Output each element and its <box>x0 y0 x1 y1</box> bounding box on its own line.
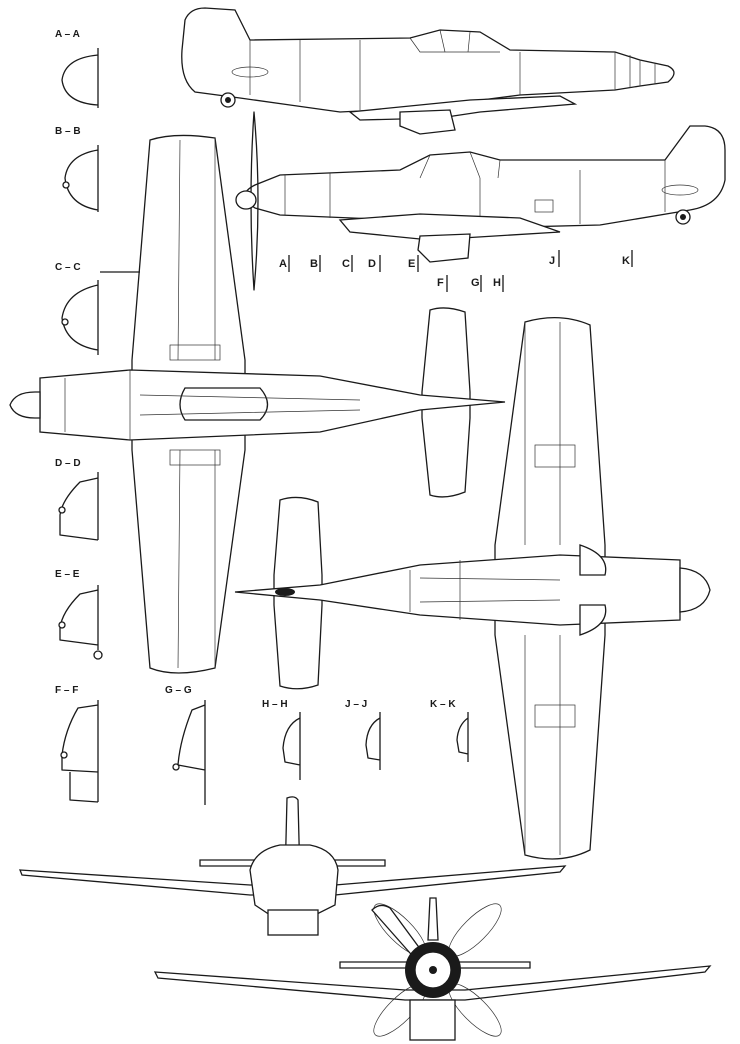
section-label-a: A – A <box>55 29 80 40</box>
top-view <box>9 134 506 674</box>
side-view-lower <box>235 111 726 291</box>
section-label-e: E – E <box>55 569 80 580</box>
bottom-view <box>234 317 711 860</box>
section-label-k: K – K <box>430 699 456 710</box>
station-a: A <box>279 258 287 270</box>
station-d: D <box>368 258 376 270</box>
station-c: C <box>342 258 350 270</box>
section-label-h: H – H <box>262 699 288 710</box>
section-label-d: D – D <box>55 458 81 469</box>
station-k: K <box>622 255 630 267</box>
station-j: J <box>549 255 555 267</box>
rear-view <box>19 796 567 936</box>
section-label-c: C – C <box>55 262 81 273</box>
section-label-b: B – B <box>55 126 81 137</box>
station-labels: A B C D E J K F G H <box>279 250 633 292</box>
station-h: H <box>493 277 501 289</box>
station-b: B <box>310 258 318 270</box>
section-label-g: G – G <box>165 685 192 696</box>
station-f: F <box>437 277 444 289</box>
side-view-upper <box>181 7 675 135</box>
section-label-j: J – J <box>345 699 367 710</box>
section-label-f: F – F <box>55 685 78 696</box>
front-view <box>153 897 712 1041</box>
station-e: E <box>408 258 415 270</box>
station-g: G <box>471 277 480 289</box>
section-profiles: A – A B – B C – C D – D E – E F – F G – … <box>55 29 469 805</box>
